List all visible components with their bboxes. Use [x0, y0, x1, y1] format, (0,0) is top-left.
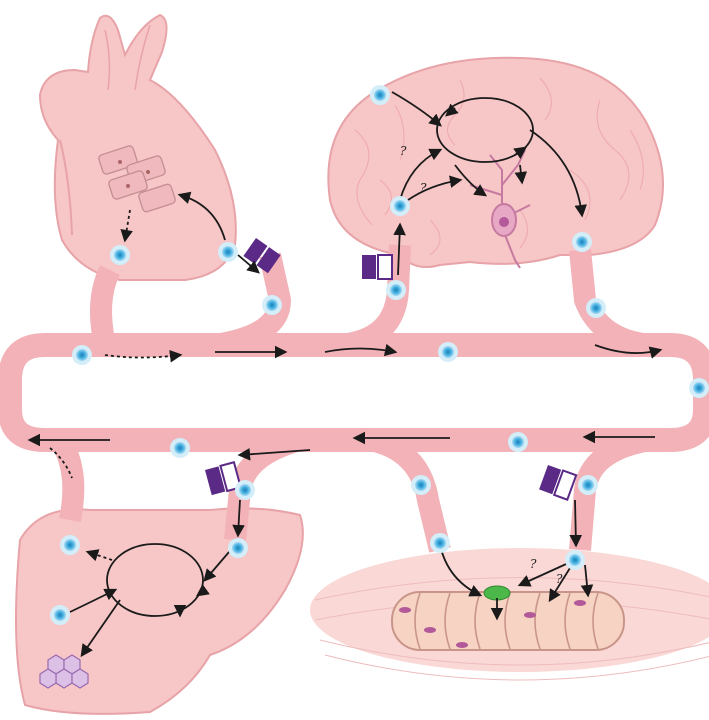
green-receptor [484, 586, 510, 600]
blue-cell [72, 345, 92, 365]
question-mark: ? [400, 144, 407, 158]
transporter-muscle [539, 465, 576, 500]
blue-cell [262, 295, 282, 315]
blue-cell [689, 378, 709, 398]
heart [40, 15, 236, 280]
blue-cell [411, 475, 431, 495]
blue-cell [390, 196, 410, 216]
blue-cell [218, 242, 238, 262]
blue-cell [572, 232, 592, 252]
blood-vessels [10, 245, 705, 550]
blue-cell [110, 245, 130, 265]
transporter-brain [362, 255, 392, 279]
question-mark: ? [420, 181, 427, 195]
blue-cell [386, 280, 406, 300]
question-mark: ? [556, 572, 563, 586]
blue-cell [170, 438, 190, 458]
blue-cell [438, 342, 458, 362]
blue-cell [235, 480, 255, 500]
blue-cell [228, 538, 248, 558]
blue-cell [60, 535, 80, 555]
blue-cell [370, 85, 390, 105]
blue-cell [578, 475, 598, 495]
blue-cell [586, 298, 606, 318]
blue-cell [508, 432, 528, 452]
muscle-fiber [392, 592, 624, 650]
question-mark: ? [530, 557, 537, 571]
blue-cell [565, 550, 585, 570]
blue-cell [430, 533, 450, 553]
blue-cell [50, 605, 70, 625]
